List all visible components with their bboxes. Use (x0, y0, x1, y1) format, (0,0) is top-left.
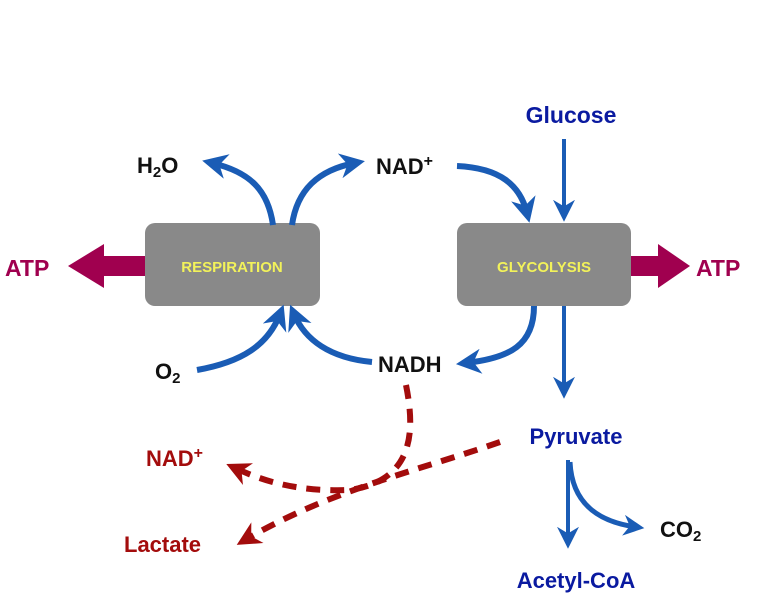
arrow-respiration-to-h2o (202, 154, 276, 226)
arrow-nadh-to-respiration (288, 304, 373, 365)
arrow-o2-to-respiration (196, 304, 287, 373)
atp-arrow-left (68, 244, 148, 288)
arrow-nadh-to-nad-anaerobic (226, 384, 414, 494)
o2-subscript: 2 (172, 370, 180, 387)
glucose-label: Glucose (526, 102, 617, 128)
nad-plus-anaerobic-label: NAD+ (146, 445, 203, 471)
co2-label: CO2 (660, 517, 701, 545)
nadh-label: NADH (378, 352, 442, 377)
co2-subscript: 2 (693, 528, 701, 545)
atp-left-label: ATP (5, 255, 49, 281)
co2-main: CO (660, 517, 693, 542)
respiration-label: RESPIRATION (181, 259, 282, 276)
arrow-glycolysis-to-nadh (455, 305, 537, 374)
atp-arrow-right (630, 244, 690, 288)
o2-label: O2 (155, 359, 180, 387)
o2-main: O (155, 359, 172, 384)
nad-superscript: + (424, 153, 433, 170)
glycolysis-box (457, 223, 631, 306)
arrow-pyruvate-to-lactate (236, 439, 501, 545)
nad-main: NAD (376, 154, 424, 179)
acetyl-coa-label: Acetyl-CoA (517, 568, 636, 593)
nad-anaerobic-main: NAD (146, 446, 194, 471)
atp-right-label: ATP (696, 255, 740, 281)
glycolysis-label: GLYCOLYSIS (497, 259, 591, 276)
h2o-subscript: 2 (153, 164, 161, 181)
nad-anaerobic-superscript: + (194, 445, 203, 462)
h2o-h: H (137, 153, 153, 178)
arrow-respiration-to-nad (289, 153, 365, 226)
h2o-o: O (161, 153, 178, 178)
arrow-pyruvate-to-co2 (567, 461, 645, 536)
nad-plus-label: NAD+ (376, 153, 433, 179)
lactate-label: Lactate (124, 532, 201, 557)
h2o-label: H2O (137, 153, 178, 181)
pyruvate-label: Pyruvate (530, 424, 623, 449)
respiration-box (145, 223, 320, 306)
arrow-nad-to-glycolysis (456, 163, 536, 223)
